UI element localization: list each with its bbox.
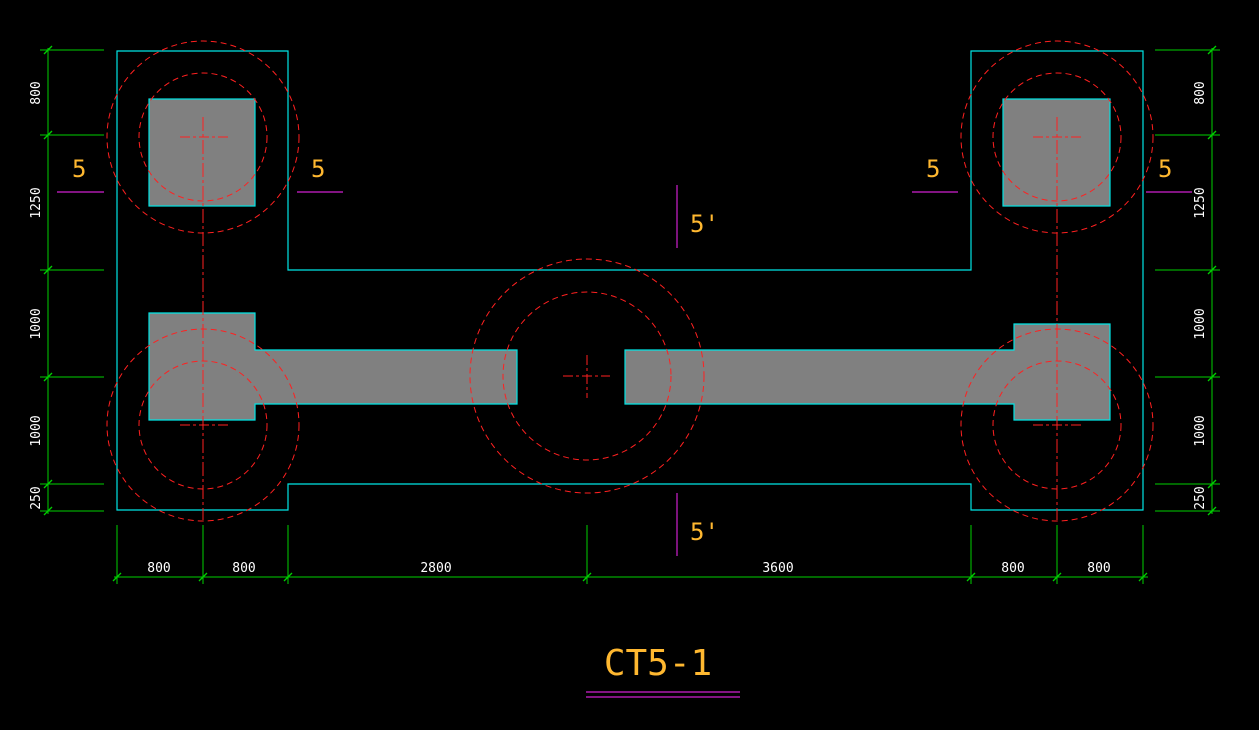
pile-circles xyxy=(106,40,1154,522)
dim-left-3: 1000 xyxy=(29,415,44,446)
beam-left xyxy=(148,312,518,421)
section-marks xyxy=(57,185,1192,556)
section-label-bottom-mid: 5' xyxy=(690,518,719,546)
dim-bottom-2: 2800 xyxy=(420,561,451,576)
section-label-left-inner: 5 xyxy=(311,155,325,183)
section-labels: 5 5 5 5 5' 5' xyxy=(72,155,1172,546)
beam-right xyxy=(624,323,1111,421)
center-crosses xyxy=(180,136,1081,426)
dim-right-2: 1000 xyxy=(1193,308,1208,339)
columns-and-beams xyxy=(148,98,1111,421)
dim-bottom-3: 3600 xyxy=(762,561,793,576)
dimension-text: 800 1250 1000 1000 250 800 1250 1000 100… xyxy=(29,81,1208,576)
dim-left-1: 1250 xyxy=(29,187,44,218)
column-top-left xyxy=(148,98,256,207)
dim-bottom-5: 800 xyxy=(1087,561,1110,576)
drawing-title: CT5-1 xyxy=(604,643,712,684)
dim-right-4: 250 xyxy=(1193,486,1208,509)
centerlines xyxy=(202,117,1058,520)
dim-left-2: 1000 xyxy=(29,308,44,339)
section-label-top-mid: 5' xyxy=(690,210,719,238)
dim-bottom-0: 800 xyxy=(147,561,170,576)
dim-right-0: 800 xyxy=(1193,81,1208,104)
section-label-right-outer: 5 xyxy=(1158,155,1172,183)
dim-right-3: 1000 xyxy=(1193,415,1208,446)
dim-bottom-1: 800 xyxy=(232,561,255,576)
dimension-ticks xyxy=(43,45,1217,582)
dim-left-4: 250 xyxy=(29,486,44,509)
section-label-right-inner: 5 xyxy=(926,155,940,183)
dim-bottom-4: 800 xyxy=(1001,561,1024,576)
dimension-lines xyxy=(40,48,1220,584)
section-label-left-outer: 5 xyxy=(72,155,86,183)
title-underline xyxy=(586,691,740,698)
dim-left-0: 800 xyxy=(29,81,44,104)
cap-outline xyxy=(116,50,1144,511)
dim-right-1: 1250 xyxy=(1193,187,1208,218)
